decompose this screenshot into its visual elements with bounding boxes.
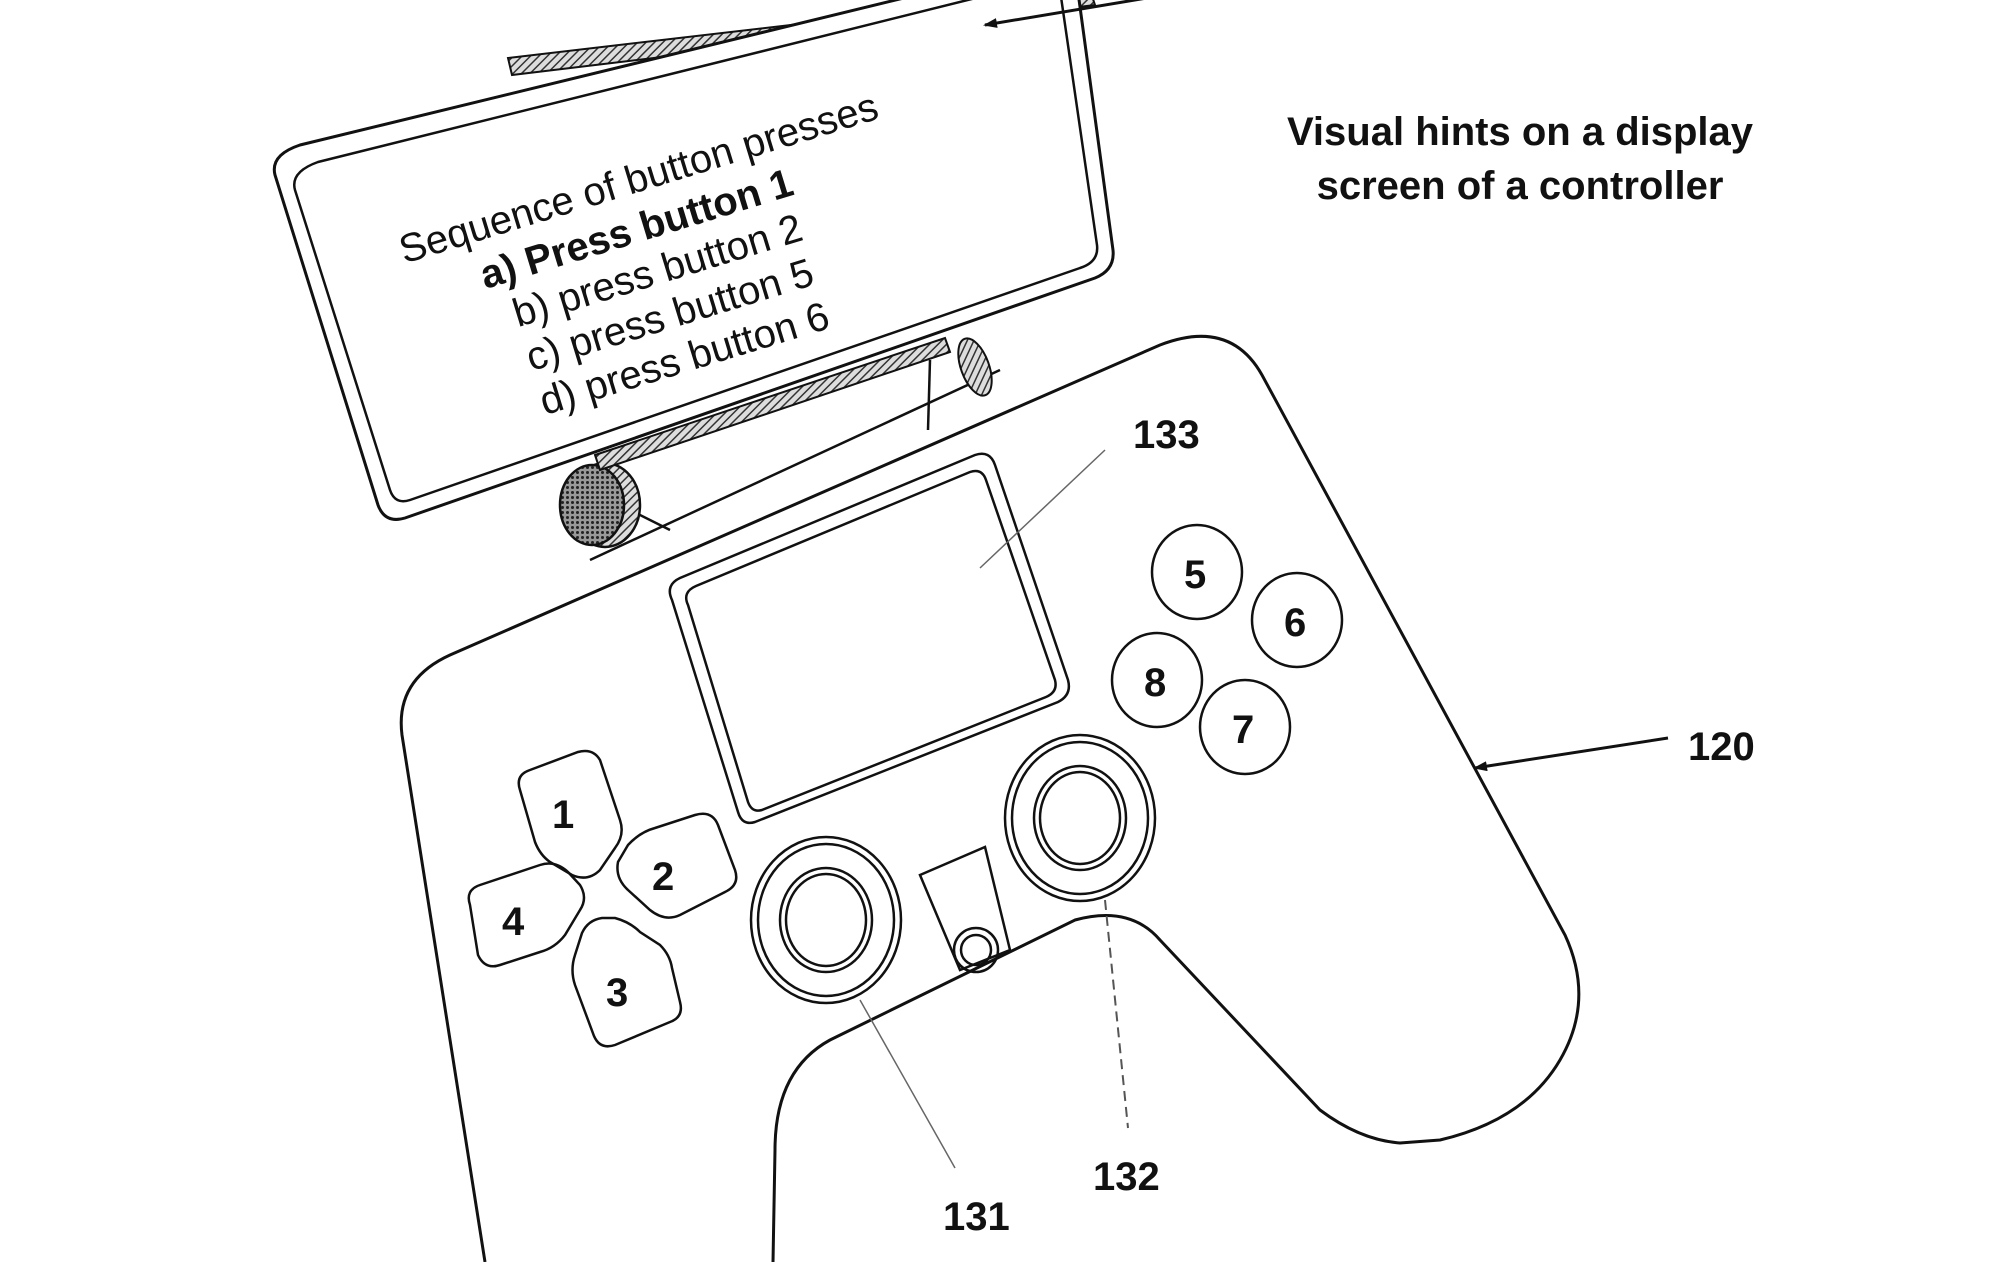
phone-display: Sequence of button presses a) Press butt… xyxy=(272,0,1115,521)
svg-text:131: 131 xyxy=(943,1195,1010,1239)
face-buttons: 5 6 7 8 xyxy=(1110,523,1344,776)
svg-text:1: 1 xyxy=(552,793,574,837)
controller-body-outline xyxy=(399,334,1581,1262)
svg-text:2: 2 xyxy=(652,855,674,899)
controller-120: 1 2 3 4 5 6 xyxy=(399,334,1581,1262)
svg-text:133: 133 xyxy=(1133,413,1200,457)
ref-133: 133 xyxy=(979,413,1200,569)
svg-text:3: 3 xyxy=(606,971,628,1015)
svg-text:4: 4 xyxy=(502,900,525,944)
dpad-button-3[interactable]: 3 xyxy=(571,916,683,1048)
caption-line-1: Visual hints on a display xyxy=(1286,110,1754,154)
svg-text:6: 6 xyxy=(1284,601,1306,645)
dpad-button-2[interactable]: 2 xyxy=(616,812,738,919)
svg-text:8: 8 xyxy=(1144,661,1166,705)
ref-120: 120 xyxy=(1473,725,1755,772)
bottom-clamp-bar xyxy=(593,336,952,472)
center-button-housing xyxy=(918,845,1012,972)
phone-pointer-arrow xyxy=(983,0,1145,28)
mount-latch-icon xyxy=(957,337,993,397)
dpad-button-4[interactable]: 4 xyxy=(467,862,586,968)
dpad: 1 2 3 4 xyxy=(467,749,738,1048)
figure-caption: Visual hints on a display screen of a co… xyxy=(1240,105,1800,213)
ref-132: 132 xyxy=(1093,899,1160,1199)
phone-mount xyxy=(558,337,1001,562)
center-round-button[interactable] xyxy=(952,926,1000,974)
touchpad-133 xyxy=(668,452,1071,825)
face-button-7[interactable]: 7 xyxy=(1198,678,1292,776)
ref-131: 131 xyxy=(859,999,1010,1239)
svg-text:5: 5 xyxy=(1184,553,1206,597)
face-button-5[interactable]: 5 xyxy=(1150,523,1244,621)
face-button-8[interactable]: 8 xyxy=(1110,631,1204,729)
right-joystick-132[interactable] xyxy=(1003,733,1157,903)
dpad-button-1[interactable]: 1 xyxy=(517,749,623,879)
left-joystick-131[interactable] xyxy=(749,835,903,1005)
svg-text:132: 132 xyxy=(1093,1155,1160,1199)
svg-text:7: 7 xyxy=(1232,708,1254,752)
mount-knob-icon xyxy=(558,461,642,549)
svg-text:120: 120 xyxy=(1688,725,1755,769)
face-button-6[interactable]: 6 xyxy=(1250,571,1344,669)
caption-line-2: screen of a controller xyxy=(1316,164,1724,208)
